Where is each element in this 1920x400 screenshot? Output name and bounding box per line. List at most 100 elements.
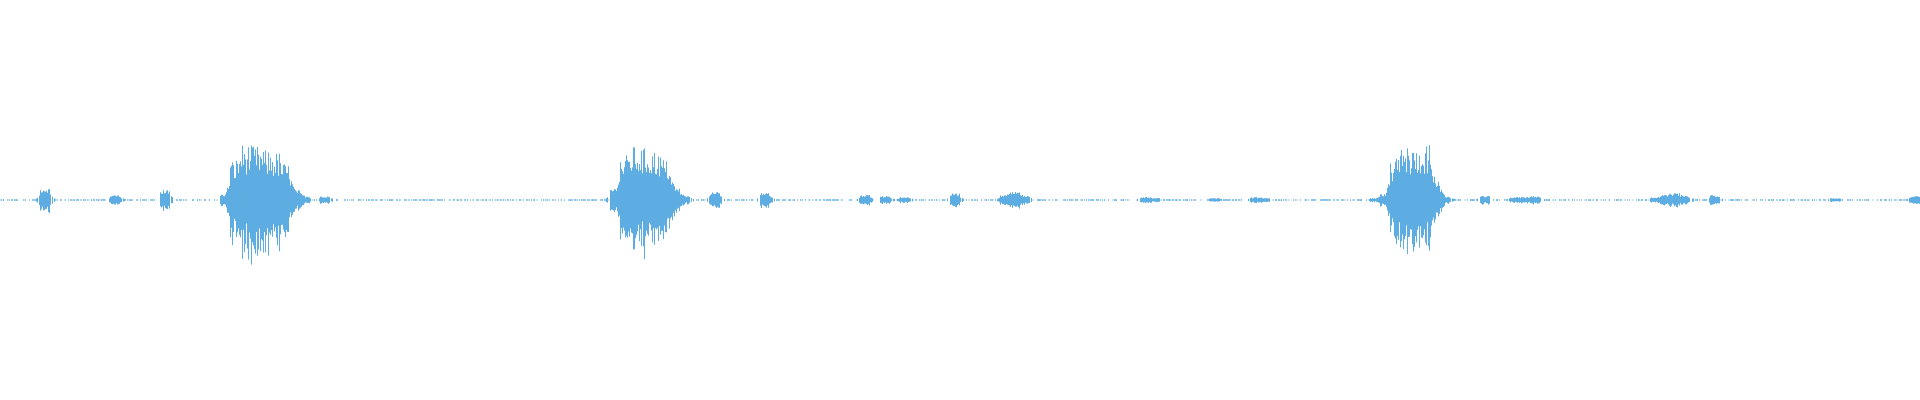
waveform-segment xyxy=(1641,199,1647,201)
waveform-segment xyxy=(1,199,10,201)
waveform-segment xyxy=(1553,199,1560,201)
waveform-segment xyxy=(1311,199,1316,201)
waveform-segment xyxy=(581,199,590,201)
waveform-segment xyxy=(290,181,300,218)
waveform-segment xyxy=(981,199,989,201)
waveform-segment xyxy=(1380,184,1390,216)
waveform-segment xyxy=(820,199,830,201)
waveform-segment xyxy=(1430,164,1440,238)
waveform-segment xyxy=(701,196,710,204)
waveform-segment xyxy=(1052,199,1057,201)
waveform-segment xyxy=(1480,196,1490,205)
waveform-segment xyxy=(1636,199,1640,201)
waveform-segment xyxy=(460,199,468,201)
waveform-segment xyxy=(1320,199,1330,201)
waveform-segment xyxy=(1241,198,1249,202)
waveform-segment xyxy=(531,199,535,201)
waveform-segment xyxy=(1210,198,1220,202)
waveform-segment xyxy=(430,199,440,201)
waveform-segment xyxy=(250,145,260,265)
waveform-segment xyxy=(960,197,967,203)
waveform-segment xyxy=(450,199,459,201)
waveform-segment xyxy=(950,193,960,208)
waveform-segment xyxy=(931,199,940,201)
waveform-segment xyxy=(1692,198,1700,202)
waveform-segment xyxy=(1572,199,1580,201)
waveform-segment xyxy=(570,199,580,201)
waveform-segment xyxy=(1020,194,1030,206)
waveform-segment xyxy=(1250,197,1260,203)
waveform-segment xyxy=(1650,196,1660,203)
waveform-segment xyxy=(50,194,58,205)
waveform-segment xyxy=(971,199,978,201)
waveform-segment xyxy=(1390,158,1400,245)
waveform-segment xyxy=(1140,197,1150,204)
waveform-segment xyxy=(1010,192,1020,209)
waveform-bars xyxy=(1,145,1920,265)
waveform-segment xyxy=(1440,189,1450,213)
waveform-segment xyxy=(1400,148,1410,254)
waveform-segment xyxy=(110,195,120,205)
waveform-segment xyxy=(1771,199,1780,201)
waveform-segment xyxy=(630,147,640,250)
waveform-segment xyxy=(510,199,520,201)
waveform-segment xyxy=(470,199,479,201)
waveform-segment xyxy=(1163,199,1170,201)
waveform-segment xyxy=(1370,196,1380,203)
waveform-segment xyxy=(1603,199,1610,201)
waveform-segment xyxy=(1460,199,1468,201)
waveform-segment xyxy=(23,199,30,201)
waveform-segment xyxy=(591,199,597,201)
waveform-segment xyxy=(691,198,699,202)
waveform-segment xyxy=(910,198,920,202)
waveform-segment xyxy=(790,199,798,201)
waveform-segment xyxy=(240,146,250,260)
waveform-segment xyxy=(204,199,210,201)
waveform-segment xyxy=(812,199,820,201)
waveform-segment xyxy=(720,196,730,205)
waveform-segment xyxy=(331,198,338,202)
waveform-segment xyxy=(1581,199,1590,201)
waveform-segment xyxy=(1450,198,1460,202)
waveform-segment xyxy=(482,199,487,201)
waveform-segment xyxy=(1510,197,1520,203)
waveform-segment xyxy=(600,197,608,203)
waveform-segment xyxy=(1590,199,1598,201)
waveform-segment xyxy=(1830,198,1840,202)
waveform-segment xyxy=(870,197,873,203)
waveform-segment xyxy=(640,148,650,260)
waveform-segment xyxy=(390,199,400,201)
waveform-segment xyxy=(91,199,100,201)
waveform-segment xyxy=(1741,199,1748,201)
waveform-segment xyxy=(1493,199,1500,201)
waveform-segment xyxy=(800,199,810,201)
waveform-segment xyxy=(670,177,680,221)
waveform-segment xyxy=(541,199,550,201)
waveform-segment xyxy=(1100,199,1109,201)
waveform-segment xyxy=(610,181,620,217)
waveform-segment xyxy=(32,195,40,205)
waveform-segment xyxy=(1850,199,1860,201)
waveform-segment xyxy=(351,199,360,201)
waveform-segment xyxy=(942,198,948,202)
waveform-segment xyxy=(70,199,79,201)
waveform-segment xyxy=(1170,199,1180,201)
waveform-segment xyxy=(230,160,240,246)
waveform-segment xyxy=(130,199,138,201)
waveform-segment xyxy=(1040,199,1050,201)
waveform-segment xyxy=(1207,198,1210,201)
waveform-segment xyxy=(1420,145,1430,251)
waveform-segment xyxy=(1530,196,1540,205)
waveform-segment xyxy=(1300,199,1309,201)
waveform-segment xyxy=(1753,199,1757,201)
waveform-segment xyxy=(371,199,377,201)
waveform-segment xyxy=(1275,199,1280,201)
waveform-segment xyxy=(561,199,570,201)
waveform-segment xyxy=(880,196,890,204)
waveform-segment xyxy=(1031,198,1040,202)
waveform-segment xyxy=(1891,199,1900,201)
waveform-segment xyxy=(1330,199,1339,201)
waveform-segment xyxy=(1281,199,1287,201)
waveform-segment xyxy=(180,199,187,201)
